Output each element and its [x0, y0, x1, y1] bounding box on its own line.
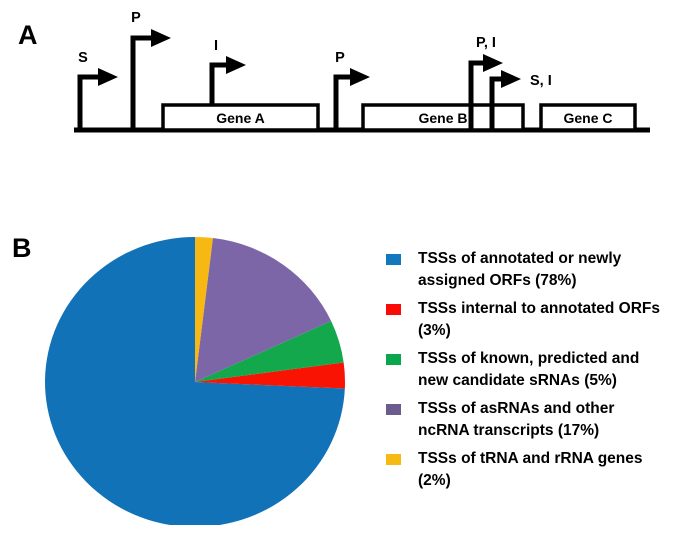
tss-arrow-p-genea: P: [130, 10, 171, 130]
pie-slice-4: [195, 237, 213, 382]
tss-category-pie-chart: [45, 237, 346, 525]
tss-arrow-p-genea-stem: [130, 35, 153, 130]
legend-item-annotated-orfs: TSSs of annotated or newly assigned ORFs…: [386, 248, 676, 292]
tss-arrow-pi-geneb-stem: [468, 60, 485, 130]
gene-a-rect: [161, 103, 320, 132]
legend-label-internal-orfs: TSSs internal to annotated ORFs (3%): [418, 300, 660, 339]
tss-arrow-pi-geneb: P, I: [468, 35, 503, 130]
tss-arrow-p-geneb-head: [350, 68, 370, 86]
gene-box-gene-c: Gene C: [539, 103, 637, 132]
panel-b-label: B: [12, 233, 32, 263]
pie-slice-group: [45, 237, 346, 525]
legend-item-asrnas: TSSs of asRNAs and other ncRNA transcrip…: [386, 398, 676, 442]
legend-label-srnas: TSSs of known, predicted and new candida…: [418, 350, 640, 389]
tss-arrow-pi-geneb-label: P, I: [476, 35, 496, 51]
tss-arrow-s-stem: [77, 74, 100, 130]
tss-arrow-s-label: S: [78, 50, 88, 66]
pie-slice-3: [195, 238, 332, 382]
legend-swatch-blue: [386, 254, 401, 265]
tss-arrow-i-genea-head: [226, 56, 246, 74]
tss-arrow-p-geneb-stem: [333, 74, 352, 130]
panel-b-area: TSSs of annotated or newly assigned ORFs…: [0, 225, 685, 533]
tss-arrow-si-geneb-label: S, I: [530, 73, 552, 89]
gene-b-label: Gene B: [418, 110, 467, 126]
tss-arrow-p-genea-head: [151, 29, 171, 47]
pie-chart-legend: TSSs of annotated or newly assigned ORFs…: [386, 248, 676, 498]
tss-arrow-i-genea-label: I: [214, 38, 218, 54]
tss-arrow-pi-geneb-head: [483, 54, 503, 72]
pie-slice-1: [195, 362, 346, 389]
gene-b-rect: [361, 103, 525, 132]
gene-box-gene-b: Gene B: [361, 103, 525, 132]
legend-item-internal-orfs: TSSs internal to annotated ORFs (3%): [386, 298, 676, 342]
tss-arrow-p-geneb-label: P: [335, 50, 345, 66]
gene-a-label: Gene A: [216, 110, 265, 126]
pie-slice-2: [195, 321, 344, 382]
tss-arrow-i-genea: I: [209, 38, 246, 105]
legend-label-annotated-orfs: TSSs of annotated or newly assigned ORFs…: [418, 250, 622, 289]
legend-swatch-yellow: [386, 454, 401, 465]
gene-box-gene-a: Gene A: [161, 103, 320, 132]
gene-c-label: Gene C: [563, 110, 612, 126]
gene-c-rect: [539, 103, 637, 132]
tss-arrow-si-geneb-stem: [489, 76, 503, 130]
tss-arrow-si-geneb-head: [501, 70, 521, 88]
tss-arrow-s: S: [77, 50, 118, 130]
legend-label-asrnas: TSSs of asRNAs and other ncRNA transcrip…: [418, 400, 615, 439]
legend-swatch-purple: [386, 404, 401, 415]
panel-a-label: A: [18, 20, 38, 50]
legend-label-trna-rrna: TSSs of tRNA and rRNA genes (2%): [418, 450, 643, 489]
tss-arrow-s-head: [98, 68, 118, 86]
tss-arrow-si-geneb: S, I: [489, 70, 552, 130]
legend-item-trna-rrna: TSSs of tRNA and rRNA genes (2%): [386, 448, 676, 492]
legend-swatch-red: [386, 304, 401, 315]
legend-swatch-green: [386, 354, 401, 365]
tss-arrow-p-genea-label: P: [131, 10, 141, 26]
tss-arrow-i-genea-stem: [209, 62, 228, 105]
tss-arrow-p-geneb: P: [333, 50, 370, 130]
legend-item-srnas: TSSs of known, predicted and new candida…: [386, 348, 676, 392]
panel-a-gene-diagram: S P Gene A I P Gene B: [74, 10, 650, 133]
pie-slice-0: [45, 237, 345, 525]
